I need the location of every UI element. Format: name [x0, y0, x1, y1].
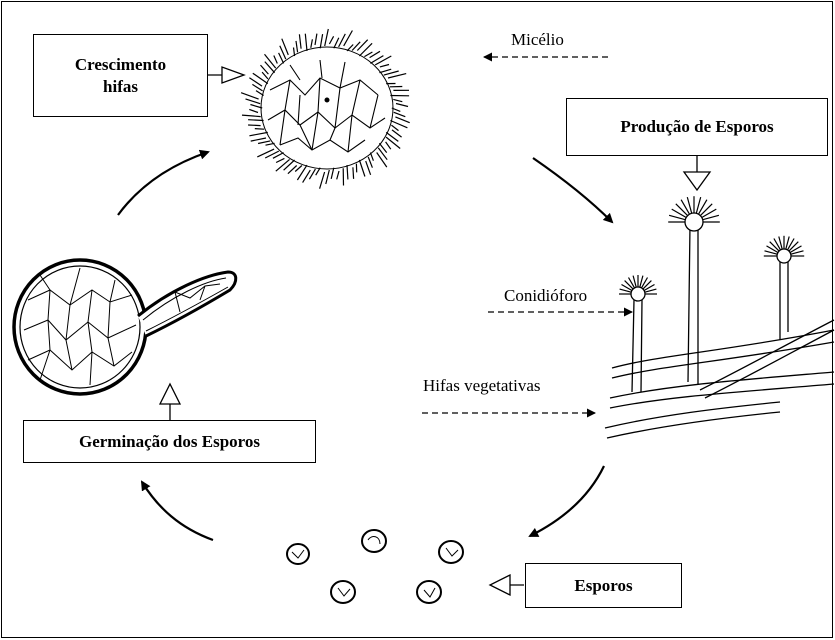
hifas-label: hifas [103, 76, 138, 97]
producao-esporos-box: Produção de Esporos [566, 98, 828, 156]
arrow-conidioforo-to-esporos [530, 466, 604, 536]
crescimento-connector [208, 67, 244, 83]
producao-connector [684, 156, 710, 190]
spores-illustration [287, 530, 463, 603]
producao-label: Produção de Esporos [620, 116, 773, 137]
crescimento-hifas-box: Crescimento hifas [33, 34, 208, 117]
esporos-connector [490, 575, 524, 595]
crescimento-label: Crescimento [75, 54, 166, 75]
conidioforo-label: Conidióforo [504, 286, 587, 306]
arrow-germinacao-to-micelio [118, 152, 208, 215]
esporos-label: Esporos [574, 575, 632, 596]
hifas-vegetativas-label: Hifas vegetativas [423, 376, 541, 396]
germinacao-label: Germinação dos Esporos [79, 431, 260, 452]
germinacao-connector [160, 384, 180, 420]
micelio-label: Micélio [511, 30, 564, 50]
mycelium-illustration [241, 29, 410, 189]
cycle-arrows [118, 152, 612, 540]
germinacao-esporos-box: Germinação dos Esporos [23, 420, 316, 463]
conidiophore-illustration [605, 196, 834, 438]
arrow-micelio-to-producao [533, 158, 612, 222]
arrow-esporos-to-germinacao [142, 482, 213, 540]
germinating-spore-illustration [14, 260, 236, 394]
esporos-box: Esporos [525, 563, 682, 608]
